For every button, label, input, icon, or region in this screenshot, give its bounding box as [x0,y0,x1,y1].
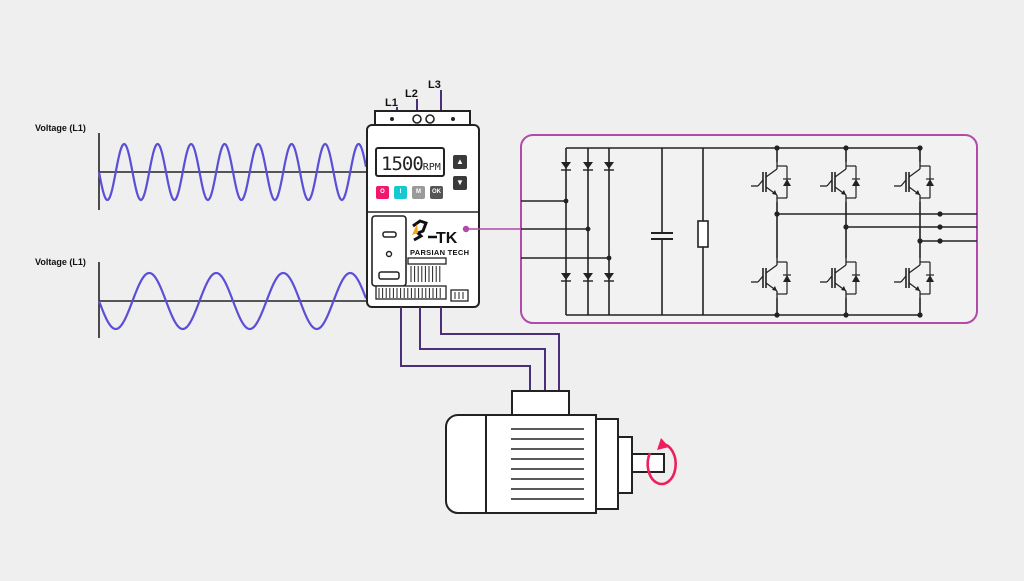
motor [445,390,665,514]
high-frequency-wave [97,142,368,202]
speed-display: 1500RPM [375,147,445,177]
motor-cables [400,307,560,392]
up-button[interactable]: ▲ [453,155,467,169]
waveform-top-label: Voltage (L1) [35,123,86,133]
brand-logo: TK [412,219,458,247]
low-frequency-wave [97,271,368,331]
stop-key[interactable]: O [376,186,389,199]
waveform-top [97,133,368,210]
waveform-bottom-label: Voltage (L1) [35,257,86,267]
run-key[interactable]: I [394,186,407,199]
ok-key[interactable]: OK [430,186,443,199]
svg-text:TK: TK [436,230,458,247]
phase-label-l2: L2 [405,88,418,100]
phase-label-l3: L3 [428,79,441,91]
mode-key[interactable]: M [412,186,425,199]
inverter-schematic [520,134,978,324]
brand-name: PARSIAN TECH [410,248,470,257]
triangle-down-icon: ▼ [456,178,464,187]
triangle-up-icon: ▲ [456,157,464,166]
rotation-arrow-icon [646,438,677,486]
display-unit: RPM [422,162,441,173]
vfd-drive: TK [366,110,480,308]
down-button[interactable]: ▼ [453,176,467,190]
display-value: 1500 [381,153,424,175]
phase-label-l1: L1 [385,97,398,109]
waveform-bottom [97,262,368,338]
